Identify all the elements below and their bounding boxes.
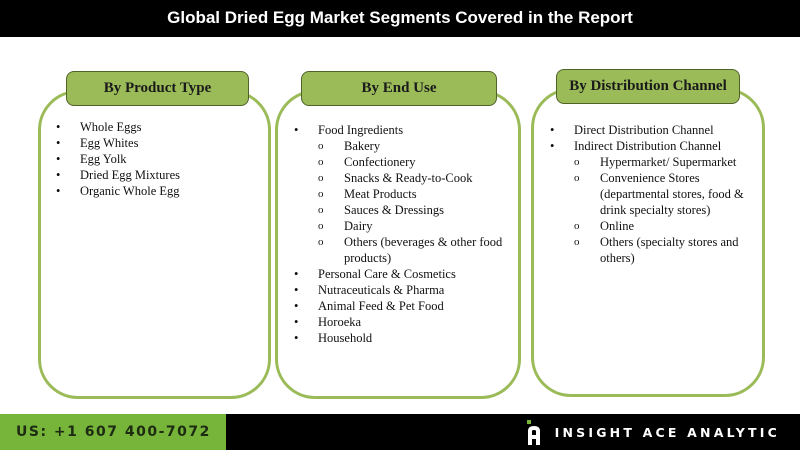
list-item-label: Whole Eggs [80, 120, 142, 134]
sub-list-item: o Confectionery [318, 154, 517, 170]
circle-bullet-icon: o [318, 220, 324, 232]
list-item-label: Egg Yolk [80, 152, 127, 166]
sub-list-item-label: Bakery [344, 139, 381, 153]
list-item-label: Horoeka [318, 315, 362, 329]
list-item: • Nutraceuticals & Pharma [292, 282, 517, 298]
sub-list-item: o Convenience Stores (departmental stores… [574, 170, 760, 218]
circle-bullet-icon: o [574, 220, 580, 232]
list-item: • Organic Whole Egg [54, 183, 264, 199]
bullet-icon: • [550, 139, 555, 153]
circle-bullet-icon: o [318, 236, 324, 248]
sub-list-item-label: Meat Products [344, 187, 417, 201]
circle-bullet-icon: o [318, 204, 324, 216]
sub-list-item-label: Confectionery [344, 155, 416, 169]
bullet-icon: • [550, 123, 555, 137]
sub-list-item: o Others (specialty stores and others) [574, 234, 760, 266]
segment-list-distribution-channel: • Direct Distribution Channel • Indirect Di… [548, 122, 760, 266]
sub-list-item: o Dairy [318, 218, 517, 234]
list-item: • Direct Distribution Channel [548, 122, 760, 138]
bullet-icon: • [294, 331, 299, 345]
circle-bullet-icon: o [574, 172, 580, 184]
list-item: • Personal Care & Cosmetics [292, 266, 517, 282]
brand-name: INSIGHT ACE ANALYTIC [554, 424, 780, 440]
list-item-label: Indirect Distribution Channel [574, 139, 722, 153]
list-item: • Egg Whites [54, 135, 264, 151]
list-item-label: Food Ingredients [318, 123, 404, 137]
circle-bullet-icon: o [574, 156, 580, 168]
segment-header-product-type: By Product Type [66, 71, 249, 106]
list-item: • Whole Eggs [54, 119, 264, 135]
circle-bullet-icon: o [574, 236, 580, 248]
footer-brand-bar: INSIGHT ACE ANALYTIC [226, 414, 800, 450]
segment-header-distribution-channel: By Distribution Channel [556, 69, 740, 104]
list-item: • Household [292, 330, 517, 346]
bullet-icon: • [56, 136, 61, 150]
list-item-label: Nutraceuticals & Pharma [318, 283, 445, 297]
page-title: Global Dried Egg Market Segments Covered… [0, 0, 800, 37]
list-item-label: Egg Whites [80, 136, 139, 150]
list-item: • Egg Yolk [54, 151, 264, 167]
bullet-icon: • [294, 267, 299, 281]
bullet-icon: • [294, 123, 299, 137]
list-item-label: Organic Whole Egg [80, 184, 180, 198]
sub-list-item: o Hypermarket/ Supermarket [574, 154, 760, 170]
circle-bullet-icon: o [318, 156, 324, 168]
list-item-label: Direct Distribution Channel [574, 123, 714, 137]
list-item-label: Personal Care & Cosmetics [318, 267, 456, 281]
sub-list-item: o Meat Products [318, 186, 517, 202]
segment-header-end-use: By End Use [301, 71, 497, 106]
circle-bullet-icon: o [318, 140, 324, 152]
phone-contact: US: +1 607 400-7072 [0, 414, 226, 450]
sub-list-item: o Others (beverages & other food products… [318, 234, 517, 266]
bullet-icon: • [56, 168, 61, 182]
bullet-icon: • [56, 120, 61, 134]
bullet-icon: • [294, 283, 299, 297]
segment-box-distribution-channel [531, 88, 765, 397]
circle-bullet-icon: o [318, 188, 324, 200]
brand: INSIGHT ACE ANALYTIC [526, 414, 780, 450]
sub-list-item-label: Sauces & Dressings [344, 203, 444, 217]
ia-logo-icon [526, 420, 541, 445]
list-item-label: Animal Feed & Pet Food [318, 299, 444, 313]
list-item: • Animal Feed & Pet Food [292, 298, 517, 314]
list-item: • Dried Egg Mixtures [54, 167, 264, 183]
segment-box-end-use [275, 90, 521, 399]
list-item: • Horoeka [292, 314, 517, 330]
sub-list-item-label: Hypermarket/ Supermarket [600, 155, 737, 169]
bullet-icon: • [56, 184, 61, 198]
bullet-icon: • [294, 315, 299, 329]
list-item-label: Household [318, 331, 373, 345]
sub-list-item-label: Online [600, 219, 635, 233]
list-item: • Indirect Distribution Channel o Hypermark… [548, 138, 760, 266]
segment-list-product-type: • Whole Eggs • Egg Whites • Egg Yolk • Dried Eg… [54, 119, 264, 199]
sub-list-item-label: Convenience Stores (departmental stores,… [600, 171, 744, 217]
list-item-label: Dried Egg Mixtures [80, 168, 180, 182]
sub-list-item: o Online [574, 218, 760, 234]
sub-list-item: o Bakery [318, 138, 517, 154]
segment-box-product-type [38, 90, 271, 399]
bullet-icon: • [56, 152, 61, 166]
phone-number: US: +1 607 400-7072 [16, 424, 211, 440]
sub-list-item-label: Others (specialty stores and others) [600, 235, 739, 265]
sub-list-item-label: Others (beverages & other food products) [344, 235, 503, 265]
sub-list-item-label: Snacks & Ready-to-Cook [344, 171, 473, 185]
sub-list-item: o Snacks & Ready-to-Cook [318, 170, 517, 186]
bullet-icon: • [294, 299, 299, 313]
circle-bullet-icon: o [318, 172, 324, 184]
sub-list-item-label: Dairy [344, 219, 373, 233]
sub-list-item: o Sauces & Dressings [318, 202, 517, 218]
